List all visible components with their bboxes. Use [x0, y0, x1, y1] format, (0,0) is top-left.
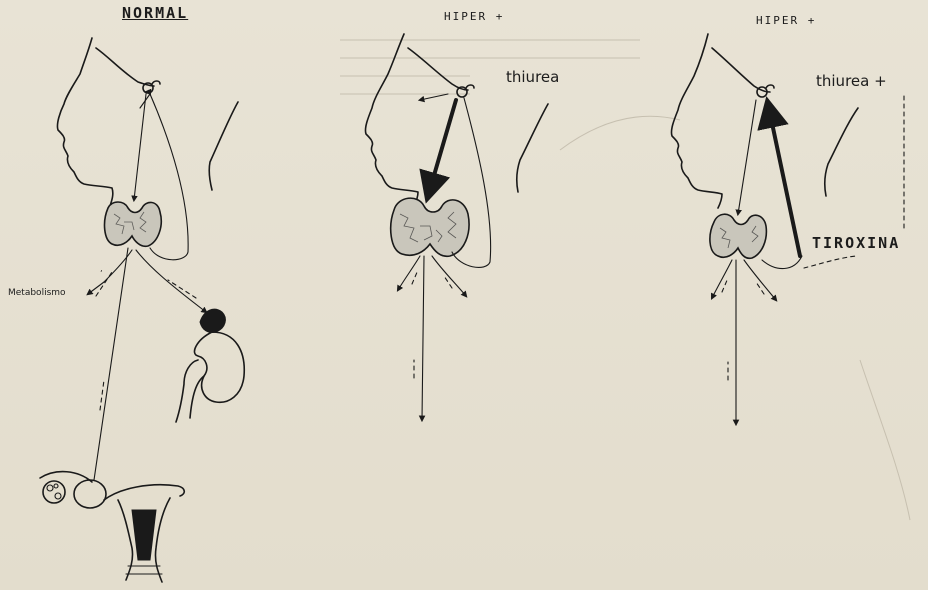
panel-title-hiper-tiroxina: HIPER +	[756, 14, 816, 27]
panel-title-hiper: HIPER +	[444, 10, 504, 23]
ovary-uterus-icon	[40, 472, 184, 582]
kidney-icon	[194, 332, 244, 402]
hormone-label-thiurea: thiurea	[506, 68, 559, 86]
head-profile-icon	[365, 34, 418, 206]
metabolism-label: Metabolismo	[8, 288, 66, 298]
panel-hiper-thiurea	[365, 34, 548, 420]
svg-text:ʼ: ʼ	[100, 269, 103, 278]
tiroxina-label: TIROXINA	[812, 234, 900, 252]
hormone-label-thiurea-plus: thiurea +	[816, 72, 887, 90]
panel-normal: ʼ	[40, 38, 244, 582]
panel-title-normal: NORMAL	[122, 4, 188, 22]
adrenal-gland-icon	[200, 309, 225, 332]
head-profile-icon	[57, 38, 112, 206]
panel-hiper-tiroxina	[671, 34, 904, 424]
head-profile-icon	[671, 34, 722, 208]
show-through-lines	[340, 40, 910, 520]
